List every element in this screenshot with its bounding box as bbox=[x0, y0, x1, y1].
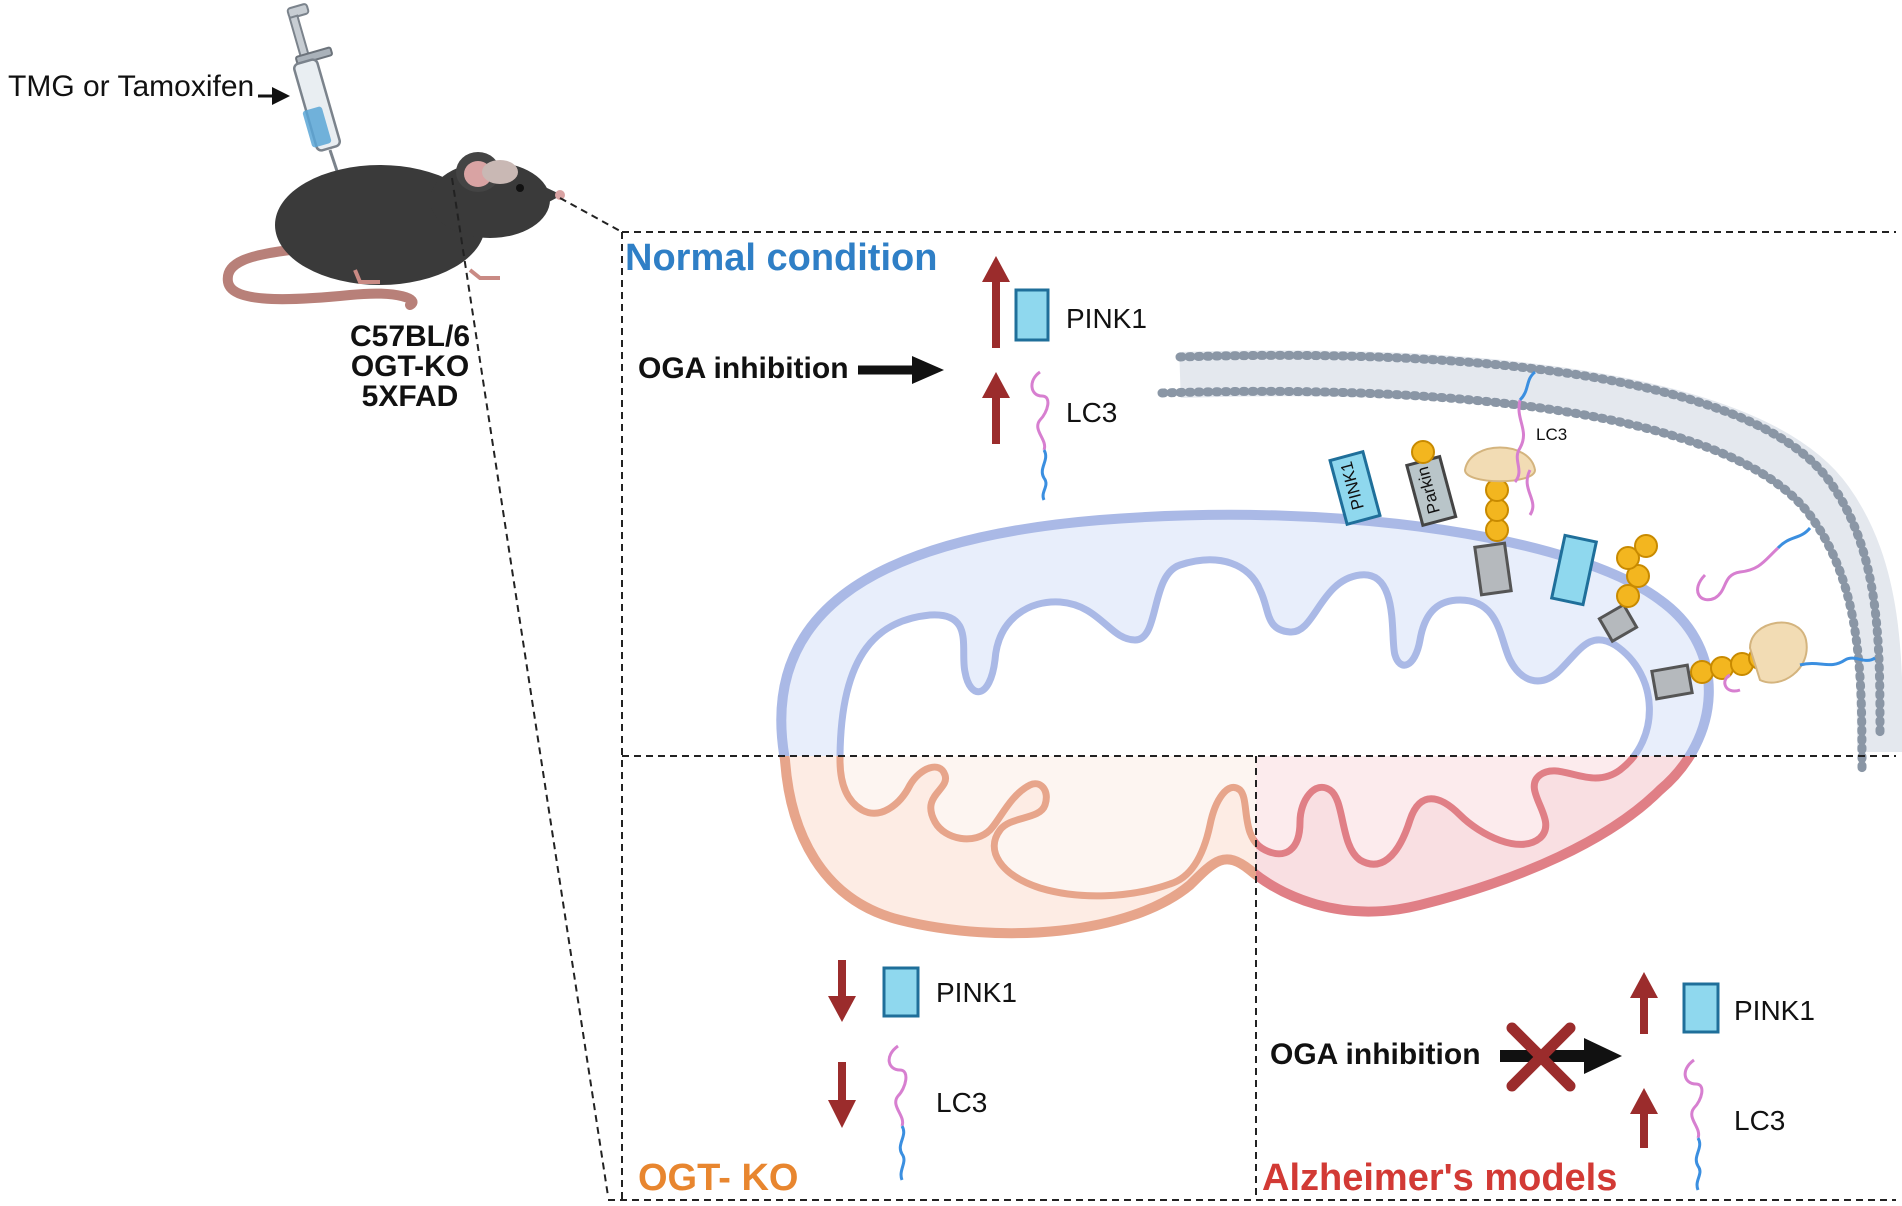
mouse-model-3: 5XFAD bbox=[362, 380, 459, 413]
panel-borders bbox=[608, 231, 1896, 1201]
ogtko-panel-title: OGT- KO bbox=[638, 1157, 798, 1199]
ubiquitin-chain-2 bbox=[1597, 534, 1658, 644]
normal-panel-title: Normal condition bbox=[625, 237, 937, 279]
normal-lc3-label: LC3 bbox=[1066, 397, 1117, 428]
normal-lc3-icon bbox=[1030, 370, 1050, 501]
normal-treatment-arrow bbox=[858, 356, 944, 384]
normal-pink1-icon bbox=[1014, 288, 1050, 342]
mouse-icon bbox=[222, 152, 565, 310]
ogtko-pink1-icon bbox=[882, 966, 920, 1018]
ubiquitin-chain-3 bbox=[1650, 621, 1876, 701]
normal-treatment-label: OGA inhibition bbox=[638, 352, 849, 385]
ubiquitin-icon bbox=[1411, 440, 1435, 464]
lc3-free-icon bbox=[1696, 526, 1812, 602]
injection-label: TMG or Tamoxifen bbox=[8, 70, 254, 103]
ogtko-lc3-down-arrow bbox=[828, 1062, 856, 1128]
zoom-line-top bbox=[559, 197, 623, 233]
alz-panel-title: Alzheimer's models bbox=[1262, 1157, 1617, 1199]
normal-pink1-up-arrow bbox=[982, 256, 1010, 348]
ogtko-lc3-icon bbox=[887, 1044, 908, 1181]
alz-pink1-up-arrow bbox=[1630, 972, 1658, 1034]
mouse-model-1: C57BL/6 bbox=[350, 320, 470, 353]
ogtko-pink1-down-arrow bbox=[828, 960, 856, 1022]
blocked-x-icon bbox=[1506, 1022, 1576, 1092]
syringe-icon bbox=[286, 3, 342, 181]
zoom-line-bottom bbox=[451, 177, 609, 1197]
lc3-membrane-icon bbox=[1513, 370, 1537, 483]
alz-lc3-up-arrow bbox=[1630, 1088, 1658, 1148]
lc3-membrane-label: LC3 bbox=[1536, 425, 1567, 444]
ogtko-lc3-label: LC3 bbox=[936, 1087, 987, 1118]
normal-pink1-label: PINK1 bbox=[1066, 303, 1147, 334]
alz-lc3-icon bbox=[1683, 1058, 1704, 1191]
pink1-protein-2-icon bbox=[1549, 533, 1599, 607]
mouse-model-2: OGT-KO bbox=[351, 350, 469, 383]
ogtko-pink1-label: PINK1 bbox=[936, 977, 1017, 1008]
alz-pink1-icon bbox=[1682, 982, 1720, 1034]
normal-lc3-up-arrow bbox=[982, 372, 1010, 444]
pink1-protein-icon bbox=[1328, 449, 1382, 527]
alz-pink1-label: PINK1 bbox=[1734, 995, 1815, 1026]
alz-lc3-label: LC3 bbox=[1734, 1105, 1785, 1136]
alz-treatment-label: OGA inhibition bbox=[1270, 1038, 1481, 1071]
